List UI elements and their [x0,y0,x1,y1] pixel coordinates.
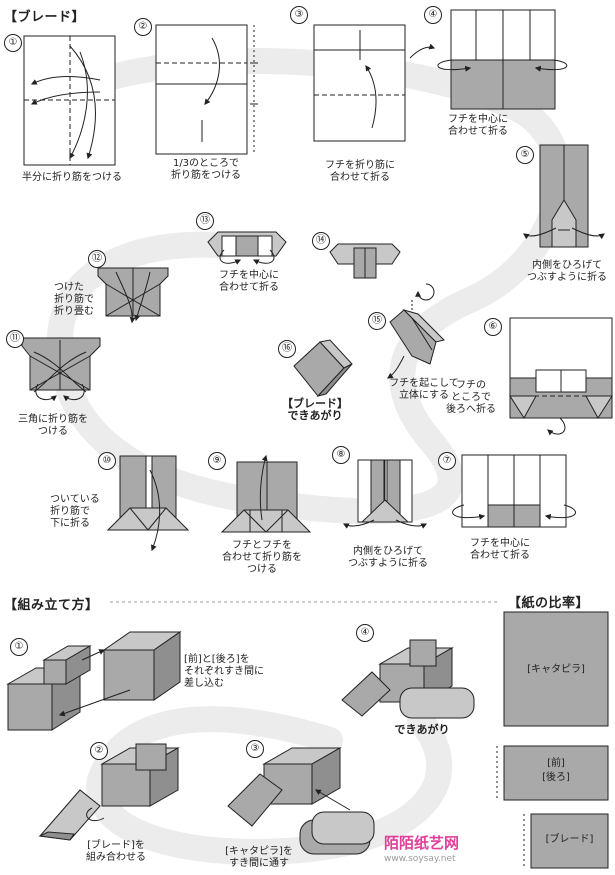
blade-step-16-number: ⑯ [278,340,296,358]
assembly-step-1-caption: [前]と[後ろ]を それぞれすき間に 差し込む [184,654,294,690]
blade-step-3-caption: フチを折り筋に 合わせて折る [314,160,406,184]
blade-step-12-number: ⑫ [88,250,106,268]
assembly-step-3-diagram [228,748,374,854]
blade-step-7-number: ⑦ [438,452,456,470]
watermark-url: www.soysay.net [384,854,456,864]
blade-step-12-diagram [98,268,168,322]
blade-step-6-diagram [510,318,612,434]
blade-step-10-number: ⑩ [98,452,116,470]
blade-step-15-caption: フチを起こして 立体にする [376,378,472,402]
blade-step-15-number: ⑮ [368,312,386,330]
blade-step-10-diagram [108,456,188,550]
blade-step-10-caption: ついている 折り筋で 下に折る [50,494,120,530]
blade-step-2-caption: 1/3のところで 折り筋をつける [166,158,246,182]
blade-step-7-caption: フチを中心に 合わせて折る [444,538,556,562]
assembly-step-2-number: ② [90,742,108,760]
blade-step-11-number: ⑪ [6,330,24,348]
blade-step-13-caption: フチを中心に 合わせて折る [204,270,294,294]
blade-step-6-number: ⑥ [484,318,502,336]
watermark-brand: 陌陌纸艺网 [384,832,459,853]
blade-step-4-number: ④ [424,6,442,24]
assembly-step-4-diagram [342,640,474,718]
blade-step-8-number: ⑧ [332,446,350,464]
blade-step-5-number: ⑤ [516,146,534,164]
ratio-section-title: 【紙の比率】 [508,592,589,611]
assembly-step-4-number: ④ [356,624,374,642]
ratio-blade-label: [ブレード] [531,834,608,846]
blade-step-1-caption: 半分に折り筋をつける [10,172,134,184]
blade-step-9-caption: フチとフチを 合わせて折り筋を つける [214,540,310,576]
blade-step-11-diagram [22,338,100,400]
ratio-caterpillar-label: [キャタピラ] [504,664,608,676]
ratio-front-label: [前] [504,758,608,770]
blade-step-5-caption: 内側をひろげて つぶすように折る [522,260,612,284]
blade-step-12-caption: つけた 折り筋で 折り畳む [54,282,104,318]
assembly-section-title: 【組み立て方】 [4,594,99,613]
assembly-step-2-caption: [ブレード]を 組み合わせる [74,840,158,864]
assembly-step-1-number: ① [10,638,28,656]
ratio-diagram [497,612,608,868]
assembly-step-3-caption: [キャタピラ]を すき間に通す [214,846,304,870]
blade-step-1-diagram [24,36,115,165]
blade-step-4-diagram [438,10,567,109]
blade-step-9-number: ⑨ [208,452,226,470]
blade-step-3-number: ③ [290,6,308,24]
blade-step-11-caption: 三角に折り筋を つける [10,414,96,438]
blade-step-8-caption: 内側をひろげて つぶすように折る [338,546,438,570]
blade-step-4-caption: フチを中心に 合わせて折る [432,114,524,138]
assembly-step-3-number: ③ [246,740,264,758]
blade-step-7-diagram [453,455,576,527]
blade-step-14-diagram [330,244,400,278]
blade-step-2-number: ② [134,18,152,36]
blade-step-2-diagram [156,25,258,154]
blade-step-13-number: ⑬ [196,212,214,230]
rotate-icon [418,284,434,300]
blade-step-16-diagram [294,340,352,396]
assembly-step-4-caption: できあがり [380,724,464,736]
blade-step-1-number: ① [4,34,22,52]
blade-section-title: 【ブレード】 [4,6,85,25]
blade-step-14-number: ⑭ [312,232,330,250]
ratio-back-label: [後ろ] [504,772,608,784]
blade-step-16-caption: 【ブレード】 できあがり [270,398,360,422]
blade-step-13-diagram [208,232,286,263]
